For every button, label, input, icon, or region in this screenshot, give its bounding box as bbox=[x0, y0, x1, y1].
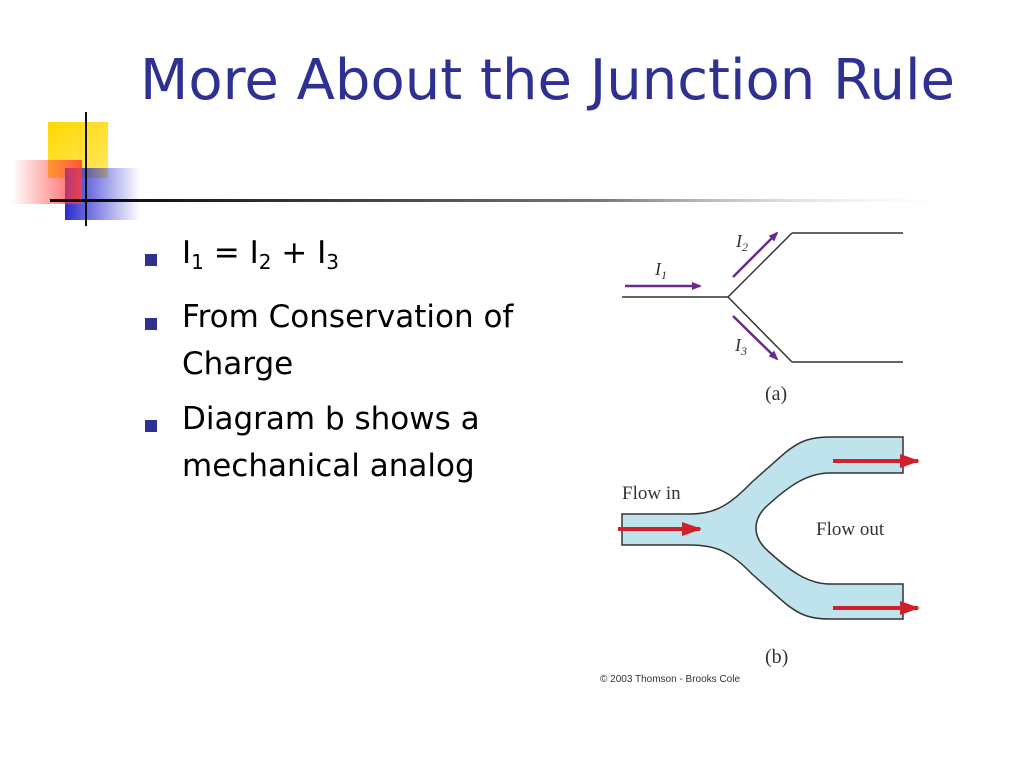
eq-i1-letter: I bbox=[182, 235, 192, 271]
bullet-text: From Conservation of Charge bbox=[182, 299, 514, 382]
eq-i3-letter: + I bbox=[271, 235, 327, 271]
title-underline bbox=[50, 199, 970, 202]
eq-i2-subscript: 2 bbox=[258, 250, 272, 274]
label-flow-out: Flow out bbox=[816, 519, 885, 540]
label-i3-letter: I bbox=[734, 335, 742, 355]
svg-text:I1: I1 bbox=[654, 259, 667, 282]
figure-b-pipe: Flow in Flow out (b) bbox=[618, 436, 920, 668]
label-i2-subscript: 2 bbox=[742, 240, 748, 254]
figure-a-label: (a) bbox=[765, 383, 787, 405]
label-i1-subscript: 1 bbox=[661, 268, 667, 282]
svg-text:I3: I3 bbox=[734, 335, 747, 358]
bullet-marker bbox=[145, 254, 157, 266]
bullet-mechanical-analog: Diagram b shows a mechanical analog bbox=[143, 396, 563, 490]
bullet-text: Diagram b shows a mechanical analog bbox=[182, 401, 480, 484]
bullet-list: I1 = I2 + I3 From Conservation of Charge… bbox=[143, 230, 563, 498]
svg-text:I2: I2 bbox=[735, 231, 748, 254]
label-i1-letter: I bbox=[654, 259, 662, 279]
label-i3-subscript: 3 bbox=[740, 344, 747, 358]
slide-title: More About the Junction Rule bbox=[140, 48, 955, 113]
title-decoration bbox=[12, 112, 970, 226]
label-flow-in: Flow in bbox=[622, 483, 681, 504]
eq-i3-subscript: 3 bbox=[326, 250, 340, 274]
bullet-marker bbox=[145, 318, 157, 330]
eq-i2-letter: = I bbox=[203, 235, 259, 271]
bullet-conservation: From Conservation of Charge bbox=[143, 294, 563, 388]
wire-lower-branch bbox=[727, 296, 793, 363]
wire-upper-branch bbox=[727, 232, 793, 298]
arrow-i3 bbox=[732, 315, 779, 361]
bullet-marker bbox=[145, 420, 157, 432]
copyright-notice: © 2003 Thomson - Brooks Cole bbox=[600, 674, 740, 685]
eq-i1-subscript: 1 bbox=[191, 250, 204, 274]
figure-a-circuit: I1 I2 I3 (a) bbox=[622, 231, 903, 405]
label-i2-letter: I bbox=[735, 231, 743, 251]
arrow-i2 bbox=[732, 231, 779, 278]
figure-b-label: (b) bbox=[765, 646, 788, 668]
junction-figure: I1 I2 I3 (a) Flow in Flow out (b) © 2003… bbox=[600, 231, 920, 685]
deco-red-square bbox=[12, 160, 82, 204]
bullet-equation: I1 = I2 + I3 bbox=[143, 230, 563, 286]
